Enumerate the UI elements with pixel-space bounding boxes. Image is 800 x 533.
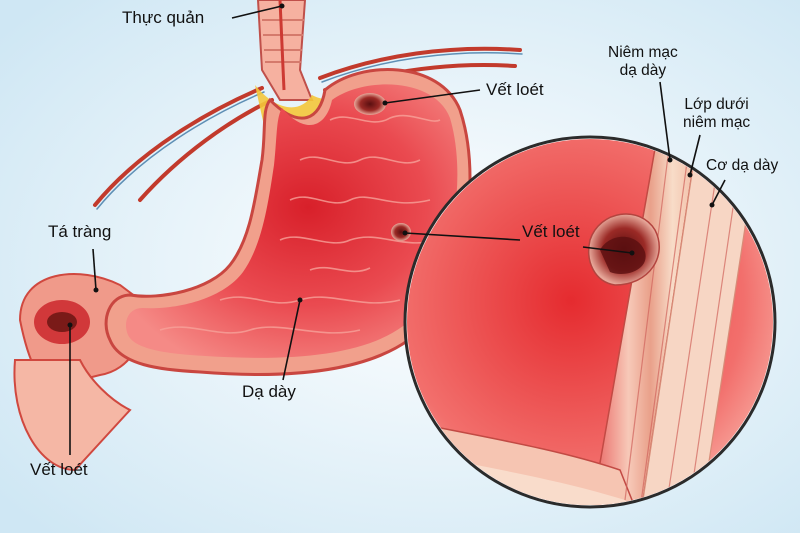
label-duodenum: Tá tràng xyxy=(48,222,112,241)
label-stomach: Dạ dày xyxy=(242,382,296,401)
label-submucosa-line1: Lớp dưới xyxy=(684,96,749,113)
stomach-mucosa xyxy=(125,84,458,358)
label-gastric-mucosa: Niêm mạc dạ dày xyxy=(608,44,678,80)
label-submucosa-line2: niêm mạc xyxy=(683,113,751,131)
label-ulcer-bottom: Vết loét xyxy=(30,460,88,479)
label-esophagus: Thực quản xyxy=(122,8,205,27)
gastric-folds xyxy=(159,114,441,334)
label-ulcer-top: Vết loét xyxy=(486,80,544,99)
magnified-view xyxy=(403,135,777,509)
label-gastric-mucosa-line2: dạ dày xyxy=(619,61,667,79)
label-submucosa: Lớp dưới niêm mạc xyxy=(683,96,750,132)
label-ulcer-middle: Vết loét xyxy=(522,222,580,241)
label-stomach-muscle: Cơ dạ dày xyxy=(706,157,779,174)
label-gastric-mucosa-line1: Niêm mạc xyxy=(608,44,678,61)
stomach-ulcers xyxy=(354,93,411,241)
leader-lines xyxy=(69,5,726,455)
